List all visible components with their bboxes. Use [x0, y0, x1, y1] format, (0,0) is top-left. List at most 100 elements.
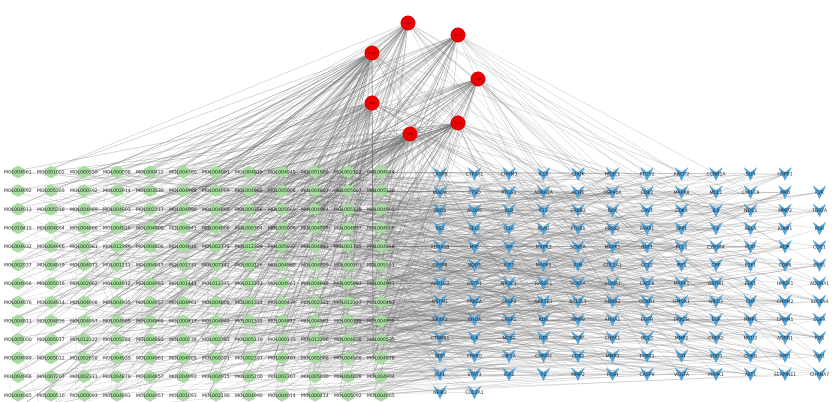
target-node[interactable]: SERPINE1 — [774, 367, 796, 382]
molecule-node[interactable]: MOL004985 — [4, 388, 32, 402]
target-node[interactable]: CHEK1 — [605, 331, 621, 345]
target-node[interactable]: MAOA — [433, 185, 448, 200]
molecule-node[interactable]: MOL010415 — [4, 221, 32, 235]
target-node[interactable]: CASP8 — [433, 258, 448, 272]
target-node[interactable]: ALOX5 — [467, 203, 482, 218]
molecule-node[interactable]: MOL004857 — [301, 184, 329, 197]
target-node[interactable]: AKT1 — [743, 367, 758, 382]
target-node[interactable]: ELK1 — [743, 276, 758, 291]
molecule-node[interactable]: MOL002062 — [70, 277, 98, 290]
herb-node[interactable]: herb4 — [470, 71, 486, 87]
molecule-node[interactable]: MOL004828 — [334, 370, 362, 383]
molecule-node[interactable]: MOL012373 — [235, 277, 263, 290]
target-node[interactable]: TOP2A — [811, 203, 828, 218]
molecule-node[interactable]: MOL004917 — [136, 258, 164, 272]
molecule-node[interactable]: MOL005069 — [268, 202, 296, 216]
target-node[interactable]: IGF2 — [502, 367, 516, 382]
molecule-node[interactable]: MOL003530 — [136, 184, 164, 197]
molecule-node[interactable]: MOL002383 — [202, 333, 230, 346]
target-node[interactable]: CHUK — [571, 167, 586, 181]
molecule-node[interactable]: MOL001755 — [334, 240, 362, 253]
molecule-node[interactable]: MOL004941 — [169, 221, 197, 235]
molecule-node[interactable]: MOL004883 — [136, 333, 164, 346]
molecule-node[interactable]: MOL004914 — [37, 295, 65, 309]
target-node[interactable]: CHRM2 — [777, 294, 794, 309]
molecule-node[interactable]: MOL000497 — [367, 295, 395, 309]
molecule-node[interactable]: MOL004857 — [136, 370, 164, 383]
target-node[interactable]: CHRNA7 — [810, 367, 829, 382]
target-node[interactable]: BCL3 — [640, 331, 654, 345]
molecule-node[interactable]: MOL004945 — [268, 165, 296, 179]
target-node[interactable]: CASP9 — [640, 367, 655, 382]
target-node[interactable]: F2R — [812, 185, 827, 200]
molecule-node[interactable]: MOL004905 — [169, 351, 197, 365]
molecule-node[interactable]: MOL004806 — [136, 240, 164, 253]
herb-node[interactable]: herb5 — [364, 95, 380, 111]
target-node[interactable]: CHKB — [743, 349, 758, 363]
molecule-node[interactable]: MOL004865 — [367, 388, 395, 402]
molecule-node[interactable]: MOL000381 — [70, 240, 98, 253]
target-node[interactable]: E2F1 — [743, 258, 758, 272]
molecule-node[interactable]: MOL005012 — [37, 351, 65, 365]
target-node[interactable]: CHRM4 — [535, 349, 552, 363]
molecule-node[interactable]: MOL004914 — [367, 165, 395, 179]
molecule-node[interactable]: MOL004908 — [334, 351, 362, 365]
target-node[interactable]: ADRB1 — [777, 331, 793, 345]
molecule-node[interactable]: MOL005318 — [37, 202, 65, 216]
molecule-node[interactable]: MOL004864 — [37, 221, 65, 235]
target-node[interactable]: MMP2 — [571, 367, 585, 382]
target-node[interactable]: CDK2 — [640, 185, 654, 200]
target-node[interactable]: VCAM1 — [604, 276, 621, 291]
herb-node[interactable]: herb3 — [364, 45, 380, 61]
target-node[interactable]: CYP1C9 — [742, 185, 760, 200]
target-node[interactable]: MAPK5 — [536, 258, 552, 272]
molecule-node[interactable]: MOL004990 — [235, 388, 263, 402]
molecule-node[interactable]: MOL004903 — [103, 202, 131, 216]
molecule-node[interactable]: MOL004991 — [202, 165, 230, 179]
molecule-node[interactable]: MOL004992 — [4, 184, 32, 197]
molecule-node[interactable]: MOL004961 — [268, 277, 296, 290]
molecule-node[interactable]: MOL004985 — [235, 184, 263, 197]
target-node[interactable]: JUN — [571, 258, 585, 272]
herb-node[interactable]: herb6 — [450, 115, 466, 131]
target-node[interactable]: KDR — [778, 240, 792, 254]
target-node[interactable]: GSTM1 — [432, 294, 448, 309]
molecule-node[interactable]: MOL004883 — [301, 240, 329, 253]
molecule-node[interactable]: MOL000501 — [334, 258, 362, 272]
target-node[interactable]: SPP1 — [674, 221, 689, 236]
target-node[interactable]: SPP1 — [778, 349, 792, 363]
target-node[interactable]: CCL2 — [640, 258, 654, 272]
target-node[interactable]: RHOA — [468, 312, 482, 327]
target-node[interactable]: PTGS1 — [571, 221, 586, 236]
target-node[interactable]: CYP3A4 — [707, 240, 725, 254]
molecule-node[interactable]: MOL004860 — [202, 202, 230, 216]
target-node[interactable]: CHRM3 — [501, 167, 518, 181]
molecule-node[interactable]: MOL004808 — [202, 295, 230, 309]
molecule-node[interactable]: MOL004905 — [367, 202, 395, 216]
molecule-node[interactable]: MOL004811 — [4, 314, 32, 328]
target-node[interactable]: ESR1 — [812, 258, 827, 272]
molecule-node[interactable]: MOL004993 — [169, 370, 197, 383]
molecule-node[interactable]: MOL001689 — [301, 165, 329, 179]
target-node[interactable]: IL4 — [467, 331, 482, 345]
target-node[interactable]: NQO1 — [468, 258, 482, 272]
molecule-node[interactable]: MOL005120 — [367, 184, 395, 197]
target-node[interactable]: PRSS2 — [605, 221, 620, 236]
molecule-node[interactable]: MOL005017 — [37, 333, 65, 346]
target-node[interactable]: AHSA1 — [605, 312, 621, 327]
molecule-node[interactable]: MOL004969 — [202, 184, 230, 197]
molecule-node[interactable]: MOL000364 — [235, 221, 263, 235]
molecule-node[interactable]: MOL004908 — [367, 221, 395, 235]
molecule-node[interactable]: MOL004961 — [136, 351, 164, 365]
molecule-node[interactable]: MOL000422 — [136, 165, 164, 179]
target-node[interactable]: NOS3 — [743, 203, 758, 218]
target-node[interactable]: COL1A1 — [603, 258, 622, 272]
target-node[interactable]: ACPP — [571, 331, 585, 345]
molecule-node[interactable]: MOL000414 — [301, 388, 329, 402]
target-node[interactable]: MCL1 — [709, 185, 723, 200]
molecule-node[interactable]: MOL001441 — [169, 277, 197, 290]
molecule-node[interactable]: MOL004989 — [103, 314, 131, 328]
target-node[interactable]: F2 — [536, 367, 551, 382]
target-node[interactable]: IRF1 — [674, 258, 689, 272]
molecule-node[interactable]: MOL004935 — [103, 351, 131, 365]
